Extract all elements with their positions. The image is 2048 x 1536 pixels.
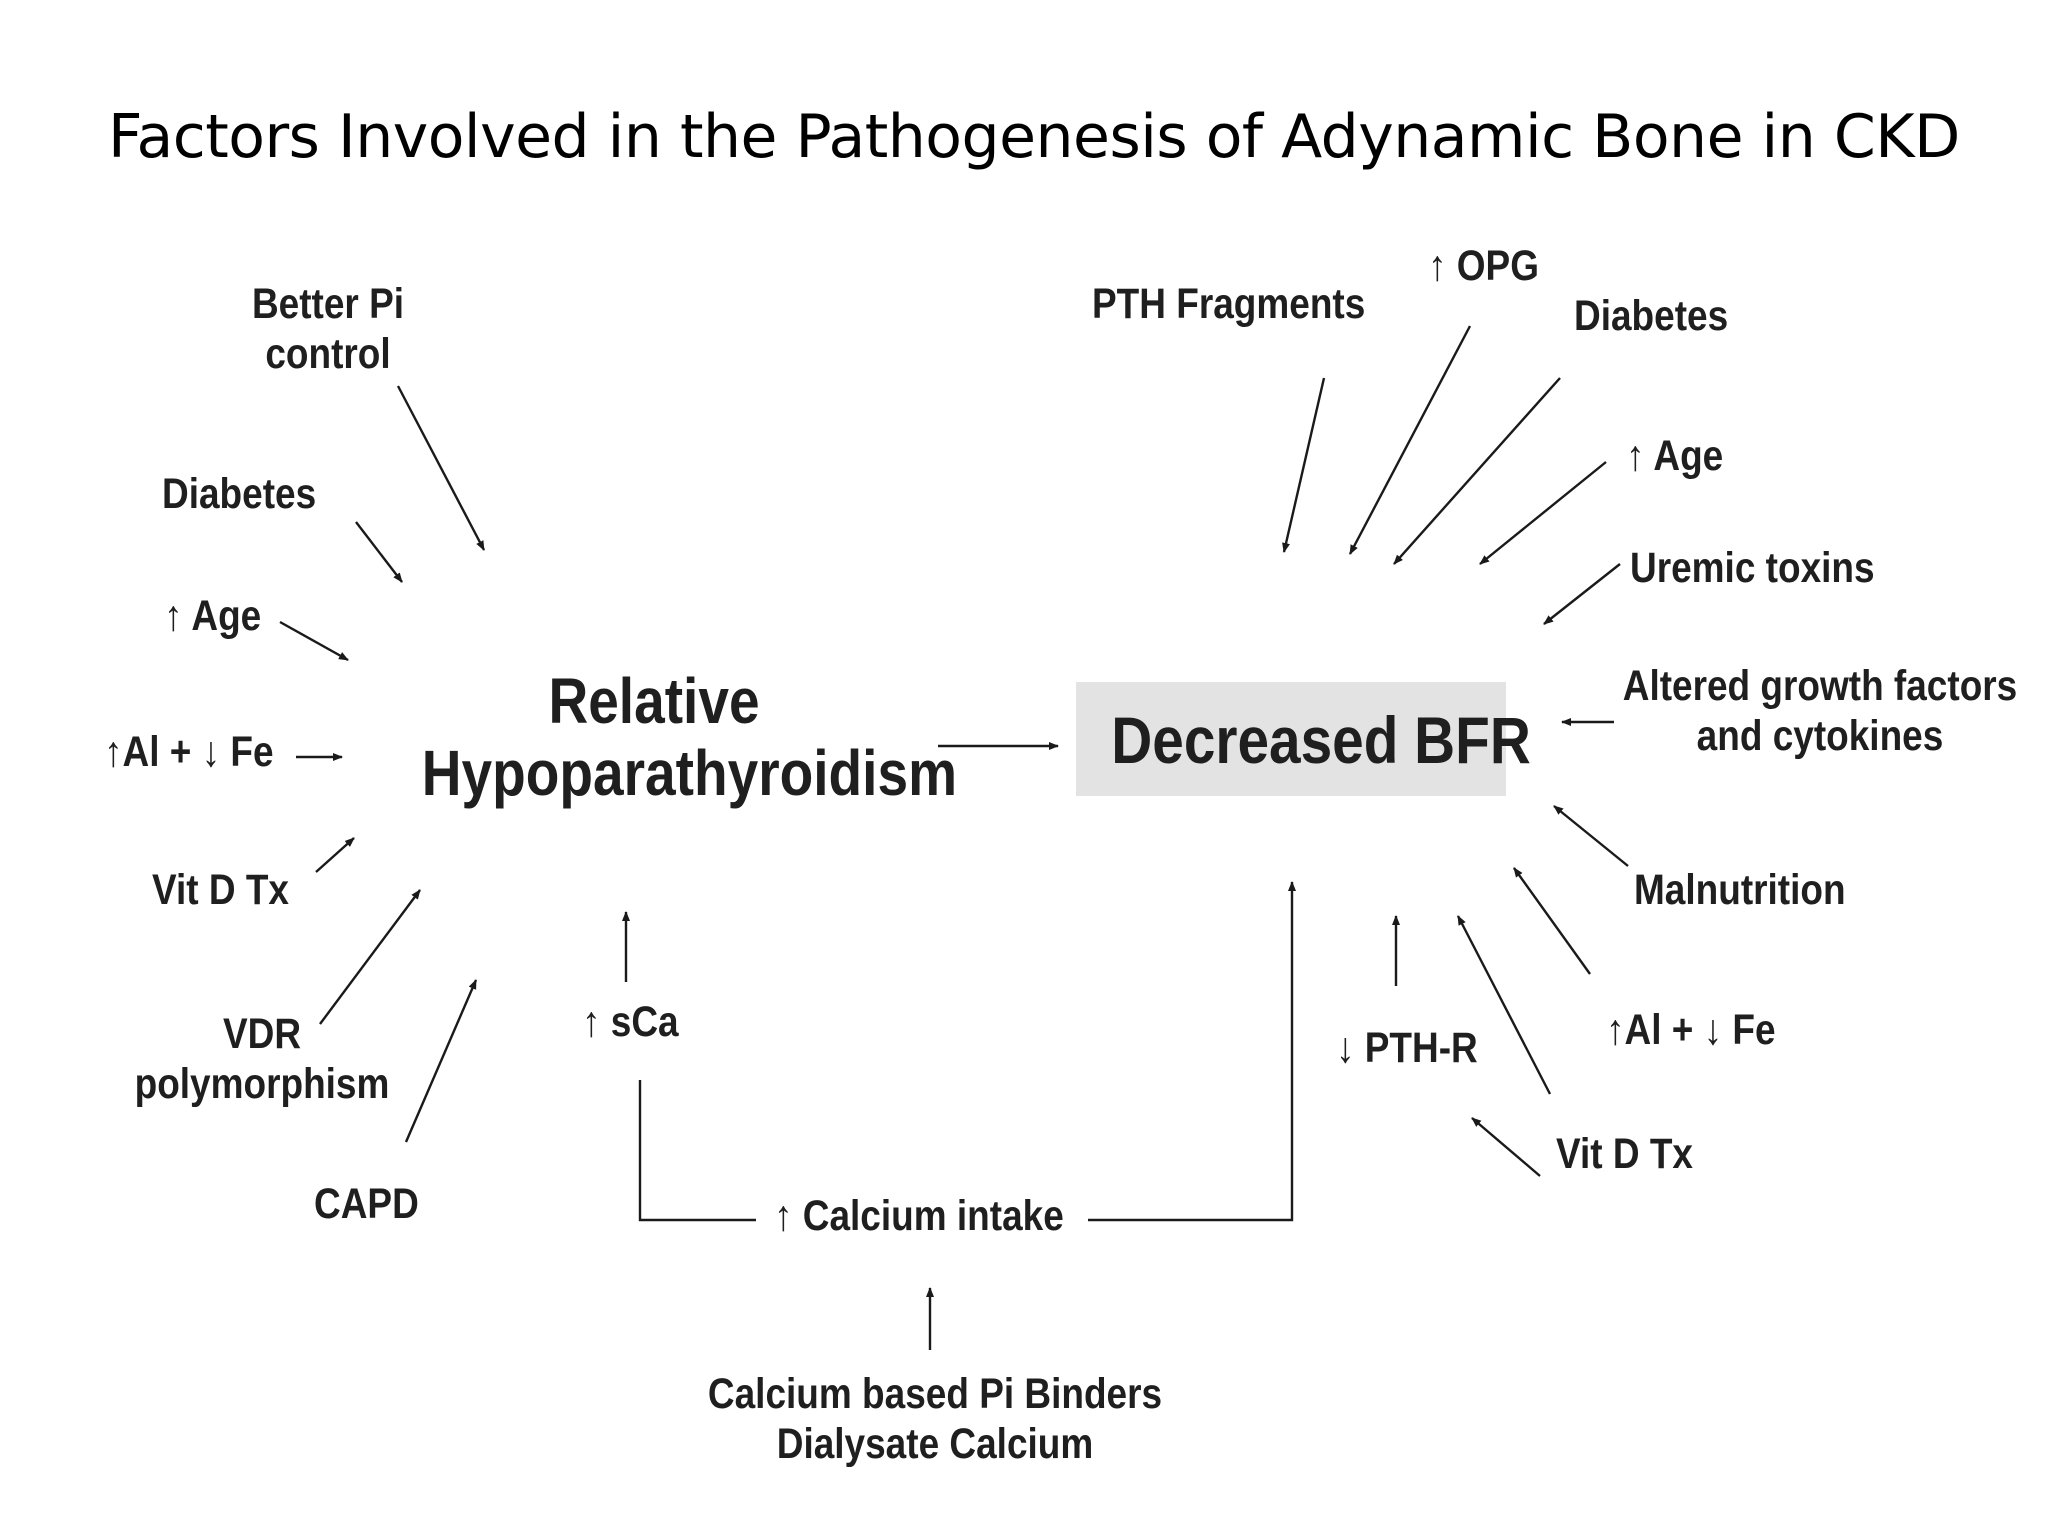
arrow-malnutrition (1553, 805, 1629, 867)
diabetes-right: Diabetes (1574, 292, 1729, 340)
altered-growth-factors: Altered growth factors and cytokines (1622, 662, 2018, 762)
diabetes-left: Diabetes (162, 470, 317, 518)
age-right: ↑ Age (1626, 432, 1724, 480)
relative-hypo-line1: Relative (548, 665, 760, 737)
arrow-vitd-right-lower (1471, 1117, 1541, 1177)
al-fe-right: ↑Al + ↓ Fe (1606, 1006, 1776, 1054)
decreased-bfr: Decreased BFR (1111, 703, 1531, 777)
slide-title: Factors Involved in the Pathogenesis of … (108, 102, 1960, 172)
arrow-al-fe-right (1513, 867, 1591, 975)
binders-line1: Calcium based Pi Binders (707, 1370, 1163, 1418)
arrow-vitd-left (315, 837, 355, 873)
sca: ↑ sCa (582, 998, 679, 1046)
better-pi-line2: control (265, 329, 391, 378)
connector-bfr (1088, 881, 1296, 1222)
arrow-pth-fragments (1282, 377, 1326, 553)
opg: ↑ OPG (1428, 242, 1539, 290)
vitd-right: Vit D Tx (1556, 1130, 1694, 1178)
calcium-binders: Calcium based Pi Binders Dialysate Calci… (681, 1370, 1188, 1470)
binders-line2: Dialysate Calcium (776, 1419, 1094, 1468)
arrow-vitd-right (1456, 915, 1552, 1095)
arrow-age-right (1479, 461, 1607, 565)
vdr-polymorphism: VDR polymorphism (133, 1010, 391, 1110)
connector-sca (638, 1080, 756, 1222)
calcium-intake: ↑ Calcium intake (774, 1192, 1064, 1240)
arrow-vdr (319, 889, 421, 1025)
arrow-diabetes-right (1393, 377, 1561, 565)
capd: CAPD (314, 1180, 419, 1228)
arrow-diabetes-left (355, 521, 403, 583)
arrow-better-pi (396, 385, 486, 551)
uremic-toxins: Uremic toxins (1630, 544, 1875, 592)
pth-r: ↓ PTH-R (1336, 1024, 1478, 1072)
vitd-left: Vit D Tx (152, 866, 290, 914)
vdr-line2: polymorphism (134, 1059, 390, 1108)
age-left: ↑ Age (164, 592, 262, 640)
relative-hypoparathyroidism: Relative Hypoparathyroidism (421, 665, 958, 809)
pth-fragments: PTH Fragments (1092, 280, 1366, 328)
growth-line2: and cytokines (1696, 711, 1944, 760)
arrow-opg (1348, 325, 1472, 555)
arrow-uremic (1543, 563, 1621, 625)
arrow-capd (404, 979, 478, 1143)
relative-hypo-line2: Hypoparathyroidism (421, 736, 958, 809)
better-pi-line1: Better Pi (251, 280, 405, 328)
better-pi-control: Better Pi control (242, 280, 414, 380)
decreased-bfr-box (1076, 682, 1506, 796)
growth-line1: Altered growth factors (1622, 662, 2018, 710)
arrow-age-left (279, 620, 349, 662)
vdr-line1: VDR (222, 1010, 302, 1058)
malnutrition: Malnutrition (1634, 866, 1846, 914)
al-fe-left: ↑Al + ↓ Fe (104, 728, 274, 776)
